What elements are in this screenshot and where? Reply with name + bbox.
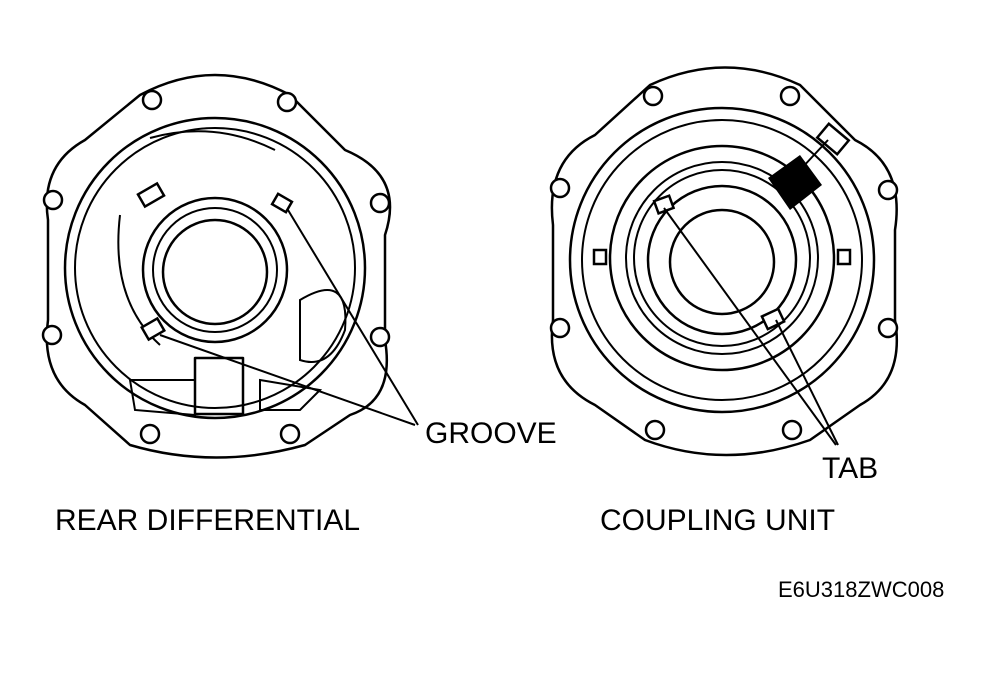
rear-diff-bolt-hole	[279, 423, 301, 445]
tab-leader-line	[775, 319, 839, 446]
coupling-ring	[625, 161, 819, 355]
rear-differential-housing	[41, 73, 392, 459]
rear-diff-bolt-hole	[369, 326, 391, 348]
tab-leaders	[663, 207, 839, 446]
coupling-bolt-hole	[644, 419, 666, 441]
rear-diff-bolt-hole	[369, 192, 391, 214]
rear-diff-groove	[270, 192, 294, 214]
coupling-connector	[768, 155, 822, 210]
coupling-bolt-hole	[781, 419, 803, 441]
coupling-bolt-hole	[549, 317, 571, 339]
rear-diff-bottom-block	[193, 356, 245, 416]
coupling-bolt-hole	[877, 179, 899, 201]
groove-leader-line	[159, 334, 416, 426]
coupling-outer-flange	[550, 66, 899, 457]
rear-diff-groove	[139, 316, 167, 342]
rear-diff-bearing-outer	[141, 196, 289, 344]
coupling-ring-outer	[568, 106, 876, 414]
rear-diff-bearing-bore	[161, 218, 269, 326]
coupling-bolt-hole	[877, 317, 899, 339]
coupling-tab	[760, 307, 786, 331]
coupling-bore	[668, 208, 776, 316]
rear-diff-bolt-hole	[42, 189, 64, 211]
rear-diff-inner-ring	[74, 127, 356, 409]
tab-leader-line	[663, 207, 837, 446]
tab-label: TAB	[822, 452, 878, 485]
coupling-unit-caption: COUPLING UNIT	[600, 504, 835, 537]
rear-differential-caption: REAR DIFFERENTIAL	[55, 504, 360, 537]
groove-leader-line	[287, 209, 419, 426]
rear-diff-bolt-hole	[141, 89, 163, 111]
rear-diff-bolt-hole	[41, 324, 63, 346]
coupling-bolt-hole	[549, 177, 571, 199]
rear-diff-internal-rib	[299, 289, 347, 363]
figure-code: E6U318ZWC008	[778, 577, 944, 602]
coupling-side-notch	[592, 248, 608, 266]
coupling-ring	[608, 144, 836, 372]
coupling-side-notch	[836, 248, 852, 266]
coupling-connector-wire	[799, 139, 829, 171]
coupling-ring	[646, 184, 798, 336]
rear-diff-bolt-hole	[276, 91, 298, 113]
rear-diff-groove	[136, 181, 166, 209]
coupling-bolt-hole	[642, 85, 664, 107]
rear-diff-internal-arc	[149, 130, 276, 151]
coupling-ring	[581, 119, 863, 401]
groove-leaders	[159, 209, 419, 426]
rear-diff-bolt-hole	[139, 423, 161, 445]
coupling-bolt-hole	[779, 85, 801, 107]
rear-diff-bearing-race	[152, 207, 278, 333]
coupling-unit-housing	[549, 66, 899, 457]
rear-diff-bottom-web	[259, 378, 323, 411]
groove-label: GROOVE	[425, 417, 557, 450]
rear-diff-seal-ring	[63, 116, 367, 420]
coupling-ring	[633, 169, 811, 347]
coupling-connector-plug	[815, 121, 851, 157]
